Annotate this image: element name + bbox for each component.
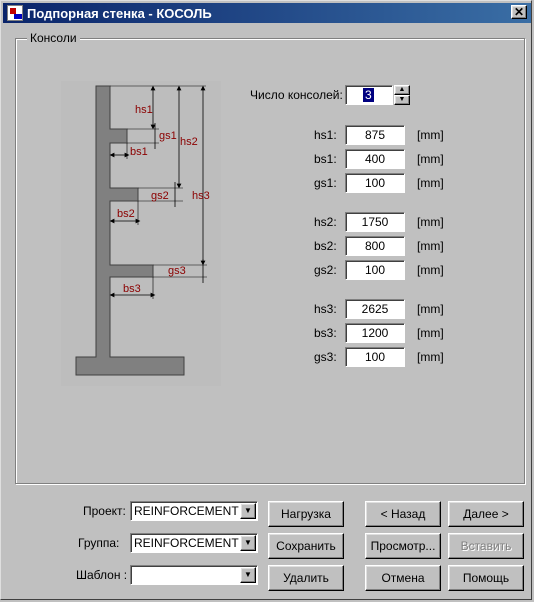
app-icon	[7, 5, 23, 21]
preview-button[interactable]: Просмотр...	[365, 533, 441, 559]
groupbox-label: Консоли	[27, 31, 80, 45]
bs3-input[interactable]: 1200	[345, 323, 405, 343]
bs2-input[interactable]: 800	[345, 236, 405, 256]
spin-up-button[interactable]: ▲	[394, 85, 410, 95]
window-title: Подпорная стенка - КОСОЛЬ	[27, 6, 212, 21]
save-button[interactable]: Сохранить	[268, 533, 344, 559]
consoles-groupbox	[15, 38, 525, 484]
project-dropdown-button[interactable]: ▼	[240, 503, 256, 519]
gs1-unit: [mm]	[417, 176, 444, 190]
delete-button[interactable]: Удалить	[268, 565, 344, 591]
console-count-label: Число консолей:	[250, 88, 343, 102]
hs1-unit: [mm]	[417, 128, 444, 142]
group-combo[interactable]: REINFORCEMENT ▼	[130, 533, 258, 553]
hs3-field-label: hs3:	[314, 302, 337, 316]
hs3-input[interactable]: 2625	[345, 299, 405, 319]
gs3-field-label: gs3:	[314, 350, 337, 364]
help-button[interactable]: Помощь	[448, 565, 524, 591]
gs2-unit: [mm]	[417, 263, 444, 277]
bs1-field-label: bs1:	[314, 152, 337, 166]
gs2-field-label: gs2:	[314, 263, 337, 277]
gs2-label: gs2	[151, 190, 169, 202]
wall-diagram: hs1 hs2 hs3 gs1 gs2 gs3 bs1 bs2 bs3	[61, 81, 221, 386]
gs2-input[interactable]: 100	[345, 260, 405, 280]
hs1-field-label: hs1:	[314, 128, 337, 142]
gs1-input[interactable]: 100	[345, 173, 405, 193]
group-dropdown-button[interactable]: ▼	[240, 535, 256, 551]
spin-down-button[interactable]: ▼	[394, 95, 410, 105]
hs1-input[interactable]: 875	[345, 125, 405, 145]
bs2-unit: [mm]	[417, 239, 444, 253]
project-combo[interactable]: REINFORCEMENT ▼	[130, 501, 258, 521]
gs3-label: gs3	[168, 265, 186, 277]
hs3-unit: [mm]	[417, 302, 444, 316]
title-bar[interactable]: Подпорная стенка - КОСОЛЬ ✕	[3, 3, 531, 23]
console-count-value: 3	[363, 88, 374, 102]
template-dropdown-button[interactable]: ▼	[240, 567, 256, 583]
gs1-field-label: gs1:	[314, 176, 337, 190]
bs3-label: bs3	[123, 283, 141, 295]
cancel-button[interactable]: Отмена	[365, 565, 441, 591]
hs1-label: hs1	[135, 104, 153, 116]
load-button[interactable]: Нагрузка	[268, 501, 344, 527]
close-button[interactable]: ✕	[511, 5, 527, 19]
bs2-label: bs2	[117, 208, 135, 220]
hs2-field-label: hs2:	[314, 215, 337, 229]
wall-diagram-svg: hs1 hs2 hs3 gs1 gs2 gs3 bs1 bs2 bs3	[75, 85, 210, 376]
template-combo[interactable]: ▼	[130, 565, 258, 585]
hs2-label: hs2	[180, 136, 198, 148]
group-label: Группа:	[78, 536, 120, 550]
back-button[interactable]: < Назад	[365, 501, 441, 527]
hs2-unit: [mm]	[417, 215, 444, 229]
group-value: REINFORCEMENT	[134, 536, 239, 550]
hs3-label: hs3	[192, 190, 210, 202]
bs1-label: bs1	[130, 146, 148, 158]
project-label: Проект:	[83, 504, 126, 518]
bs1-unit: [mm]	[417, 152, 444, 166]
wall-shape	[75, 85, 185, 376]
console-count-input[interactable]: 3	[345, 85, 393, 105]
bs1-input[interactable]: 400	[345, 149, 405, 169]
next-button[interactable]: Далее >	[448, 501, 524, 527]
gs3-input[interactable]: 100	[345, 347, 405, 367]
hs2-input[interactable]: 1750	[345, 212, 405, 232]
bs2-field-label: bs2:	[314, 239, 337, 253]
paste-button[interactable]: Вставить	[448, 533, 524, 559]
project-value: REINFORCEMENT	[134, 504, 239, 518]
gs1-label: gs1	[159, 130, 177, 142]
template-label: Шаблон :	[76, 568, 128, 582]
gs3-unit: [mm]	[417, 350, 444, 364]
bs3-field-label: bs3:	[314, 326, 337, 340]
bs3-unit: [mm]	[417, 326, 444, 340]
